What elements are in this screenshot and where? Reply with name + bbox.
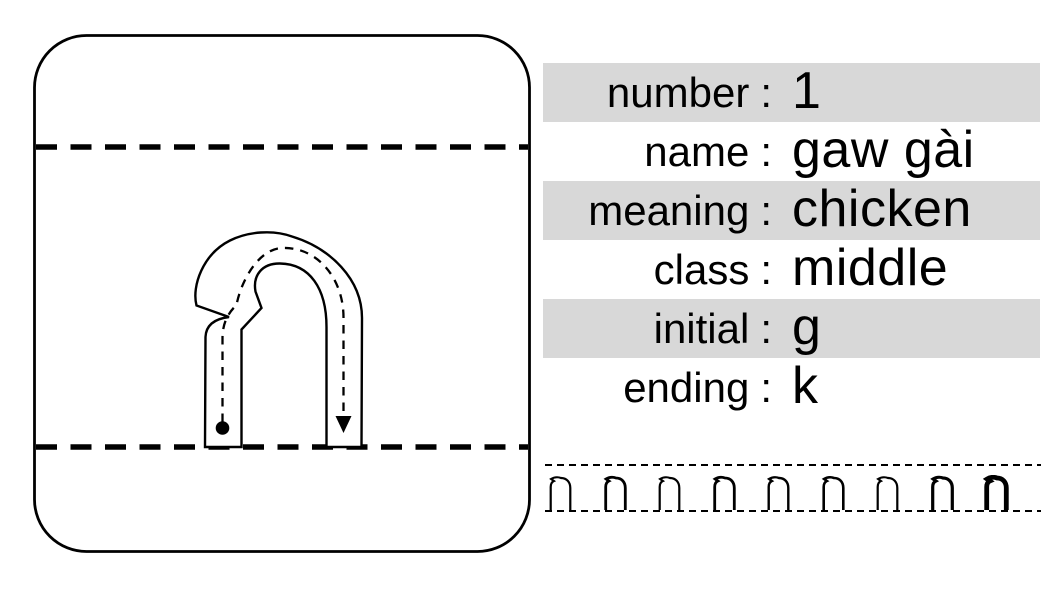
field-label: number — [606, 68, 750, 116]
info-row-meaning: meaning: chicken — [543, 181, 1040, 240]
field-label: class — [653, 245, 750, 293]
info-row-ending: ending: k — [543, 358, 1040, 417]
field-value: middle — [792, 238, 949, 297]
field-value: 1 — [792, 61, 822, 120]
practice-line — [545, 458, 1041, 520]
practice-glyph — [658, 476, 681, 510]
label-colon: : — [760, 304, 772, 352]
info-panel: number: 1 name: gaw gài meaning: chicken… — [543, 63, 1040, 417]
practice-glyph-row — [547, 475, 1011, 512]
practice-glyph — [821, 476, 845, 510]
practice-glyph — [766, 476, 790, 510]
info-row-name: name: gaw gài — [543, 122, 1040, 181]
practice-glyph — [712, 475, 736, 510]
stroke-start-dot-icon — [215, 421, 230, 435]
label-colon: : — [760, 186, 772, 234]
field-value: gaw gài — [792, 120, 975, 179]
practice-glyph — [929, 475, 954, 510]
field-label: initial — [653, 304, 750, 352]
card-border — [33, 34, 531, 553]
info-row-class: class: middle — [543, 240, 1040, 299]
label-colon: : — [760, 68, 772, 116]
field-value: g — [792, 297, 822, 356]
letter-outline — [194, 231, 364, 449]
label-colon: : — [760, 127, 772, 175]
field-label: name — [644, 127, 750, 175]
stroke-direction-path — [221, 246, 345, 422]
stroke-end-arrow-icon — [335, 416, 352, 433]
practice-glyph — [876, 476, 899, 510]
field-label: ending — [623, 363, 750, 411]
field-label: meaning — [588, 186, 750, 234]
practice-glyph — [603, 475, 627, 510]
practice-guide-top — [545, 464, 1041, 467]
letter-card — [33, 34, 531, 553]
label-colon: : — [760, 245, 772, 293]
practice-glyph — [983, 475, 1009, 510]
label-colon: : — [760, 363, 772, 411]
info-row-number: number: 1 — [543, 63, 1040, 122]
info-row-initial: initial: g — [543, 299, 1040, 358]
field-value: chicken — [792, 179, 972, 238]
field-value: k — [792, 356, 819, 415]
practice-glyph — [549, 476, 572, 510]
stroke-order-diagram — [33, 34, 531, 553]
practice-guide-baseline — [545, 510, 1041, 513]
